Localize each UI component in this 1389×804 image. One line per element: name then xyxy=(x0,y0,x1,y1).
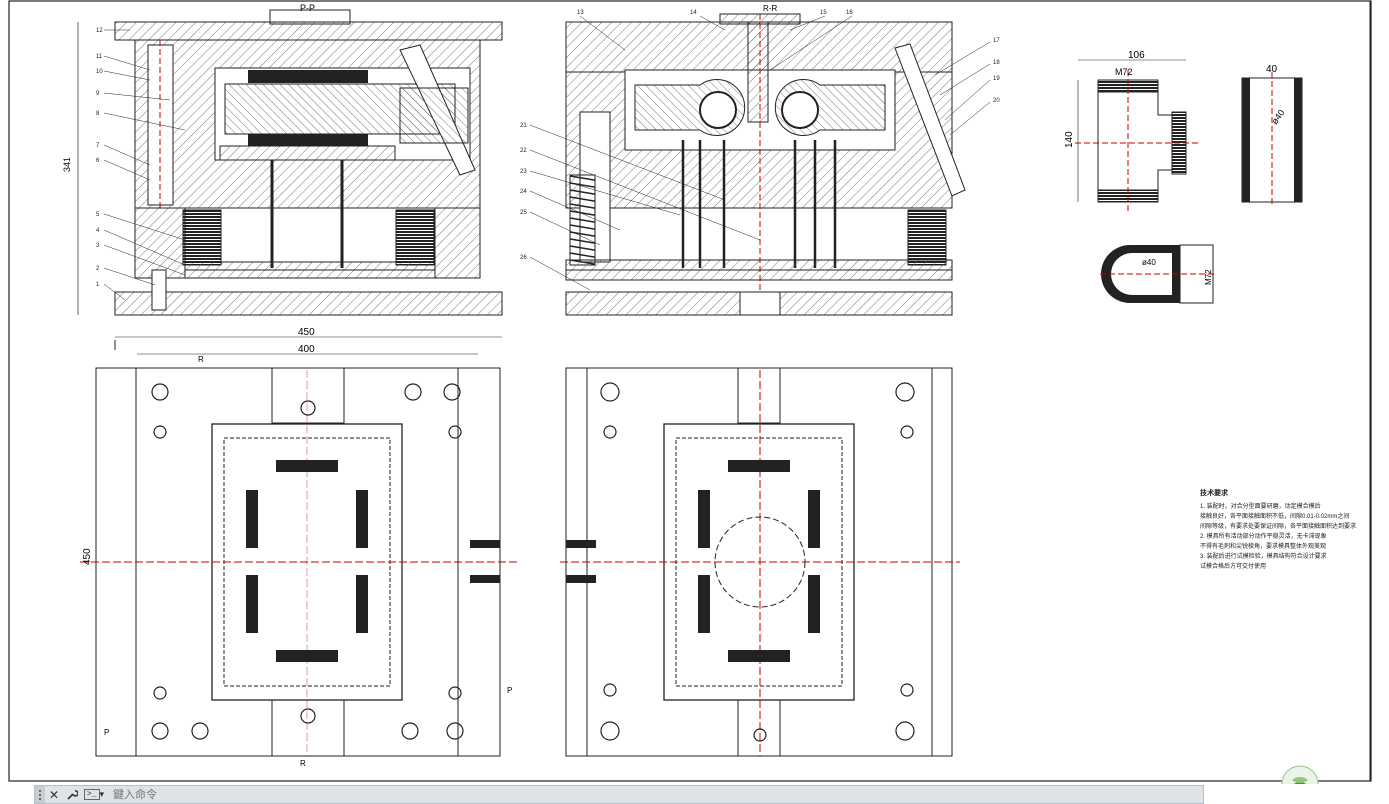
svg-text:3: 3 xyxy=(96,243,100,249)
marker-p-left: P xyxy=(104,728,109,737)
svg-text:7: 7 xyxy=(96,143,100,149)
dim-overall-height: 341 xyxy=(62,157,72,172)
svg-text:3. 装配后进行试模检验，模具结构符合设计要求: 3. 装配后进行试模检验，模具结构符合设计要求 xyxy=(1200,552,1327,560)
svg-text:4: 4 xyxy=(96,228,100,234)
marker-r-top: R xyxy=(198,355,204,364)
command-line: ✕ >_▾ xyxy=(34,785,1204,804)
svg-text:5: 5 xyxy=(96,212,100,218)
sheet-border xyxy=(8,0,1372,782)
svg-text:16: 16 xyxy=(846,10,853,16)
plan-view-fixed-half xyxy=(560,367,960,757)
close-icon[interactable]: ✕ xyxy=(48,787,60,802)
svg-text:8: 8 xyxy=(96,111,100,117)
svg-text:1: 1 xyxy=(96,282,100,288)
dim-product-height: 140 xyxy=(1064,131,1075,148)
marker-r-bottom: R xyxy=(300,759,306,768)
svg-text:22: 22 xyxy=(520,148,527,154)
command-input[interactable] xyxy=(107,785,1203,804)
dim-product-thread: M72 xyxy=(1115,67,1133,77)
svg-text:9: 9 xyxy=(96,91,100,97)
marker-p-right: P xyxy=(507,686,512,695)
plan-view-moving-half: 450 400 450 R R P P xyxy=(80,327,520,768)
svg-text:18: 18 xyxy=(993,60,1000,66)
svg-text:19: 19 xyxy=(993,76,1000,82)
cad-drawing-canvas[interactable]: P-P 341 12 11 10 xyxy=(0,0,1389,784)
prompt-icon[interactable]: >_▾ xyxy=(81,787,107,802)
drag-handle[interactable] xyxy=(35,786,45,803)
dim-side-height: 450 xyxy=(82,548,93,565)
svg-text:1. 装配时，对合分型面要研磨，动定模合模后: 1. 装配时，对合分型面要研磨，动定模合模后 xyxy=(1200,502,1321,510)
section-view-p-p: P-P 341 12 11 10 xyxy=(62,3,503,316)
section-label-right: R-R xyxy=(763,4,777,13)
svg-text:23: 23 xyxy=(520,169,527,175)
svg-text:24: 24 xyxy=(520,189,527,195)
svg-text:13: 13 xyxy=(577,10,584,16)
svg-text:20: 20 xyxy=(993,98,1000,104)
svg-text:不得有毛刺和尖锐棱角，要求模具整体外观美观: 不得有毛刺和尖锐棱角，要求模具整体外观美观 xyxy=(1200,542,1326,550)
svg-text:2: 2 xyxy=(96,266,100,272)
dim-bottom-dia: ø40 xyxy=(1142,258,1156,267)
svg-text:试模合格后方可交付使用: 试模合格后方可交付使用 xyxy=(1200,562,1266,570)
svg-text:11: 11 xyxy=(96,54,103,60)
svg-text:10: 10 xyxy=(96,69,103,75)
tech-req-title: 技术要求 xyxy=(1200,488,1229,497)
svg-text:接触良好，各平面接触面积不低，间隙0.01-0.02mm之间: 接触良好，各平面接触面积不低，间隙0.01-0.02mm之间 xyxy=(1200,512,1349,520)
command-line-bar: ✕ >_▾ xyxy=(0,784,1389,804)
dim-end-width: 40 xyxy=(1266,64,1278,75)
section-label-left: P-P xyxy=(300,3,315,13)
svg-text:12: 12 xyxy=(96,28,103,34)
section-view-r-r: R-R 13 14 15 16 17 18 19 2 xyxy=(520,4,1000,316)
svg-text:17: 17 xyxy=(993,38,1000,44)
svg-text:25: 25 xyxy=(520,210,527,216)
svg-text:14: 14 xyxy=(690,10,697,16)
customize-wrench-icon[interactable] xyxy=(63,786,81,803)
svg-text:间隙等级，有要求处要保证间隙，各平面接触面积达到要求: 间隙等级，有要求处要保证间隙，各平面接触面积达到要求 xyxy=(1200,522,1356,530)
svg-text:2. 模具所有活动部分动作平稳灵活，无卡滞现象: 2. 模具所有活动部分动作平稳灵活，无卡滞现象 xyxy=(1200,532,1327,540)
dim-product-width: 106 xyxy=(1128,50,1145,61)
dim-inner-width: 400 xyxy=(298,344,315,355)
svg-text:26: 26 xyxy=(520,255,527,261)
svg-text:15: 15 xyxy=(820,10,827,16)
product-views: 106 M72 140 40 ø40 ø40 M72 xyxy=(1064,50,1303,304)
technical-requirements: 技术要求 1. 装配时，对合分型面要研磨，动定模合模后 接触良好，各平面接触面积… xyxy=(1200,488,1356,570)
dim-top-width: 450 xyxy=(298,327,315,338)
dim-bottom-thread: M72 xyxy=(1204,269,1213,285)
svg-text:21: 21 xyxy=(520,123,527,129)
svg-text:6: 6 xyxy=(96,158,100,164)
